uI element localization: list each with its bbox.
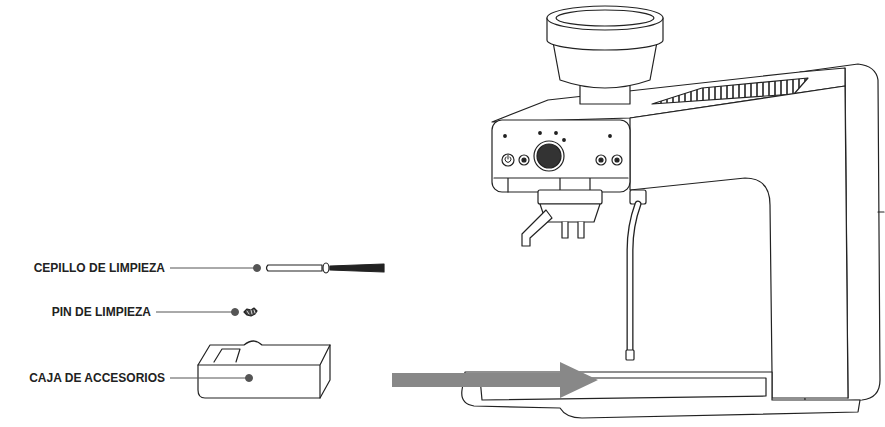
machine-head — [630, 86, 848, 398]
wand-tip — [626, 350, 634, 360]
indicator-dot — [539, 132, 542, 135]
brush-ring — [323, 263, 329, 273]
hopper-lid — [547, 6, 663, 30]
button-core — [599, 158, 603, 162]
accessory-box-edge — [198, 345, 330, 398]
brush-handle — [267, 265, 323, 271]
accessory-box — [198, 341, 330, 398]
button — [596, 155, 606, 165]
steam-wand — [630, 204, 638, 352]
leader-dot — [246, 375, 253, 382]
control-panel — [492, 120, 630, 192]
group-head — [538, 190, 602, 204]
indicator-dot — [555, 132, 558, 135]
button — [612, 155, 622, 165]
button-core — [615, 158, 619, 162]
selector-knob — [534, 141, 564, 171]
indicator-dot — [563, 139, 566, 142]
cleaning-pin — [244, 308, 257, 316]
hopper-lid-inner — [556, 10, 654, 26]
selector-knob-core — [537, 144, 561, 168]
button-core — [522, 158, 526, 162]
part-label: CEPILLO DE LIMPIEZA — [34, 261, 165, 275]
part-label: CAJA DE ACCESORIOS — [29, 371, 165, 385]
body-notch — [878, 211, 884, 212]
brush-bristles — [330, 264, 384, 272]
power-button — [502, 154, 514, 166]
button — [519, 155, 529, 165]
leader-dot — [232, 309, 239, 316]
power-symbol — [505, 155, 511, 162]
leader-line — [170, 378, 246, 379]
leader-line — [156, 312, 232, 313]
spout — [562, 222, 584, 238]
steam-wand-inner — [630, 204, 638, 352]
leader-line — [170, 268, 254, 269]
indicator-dot — [609, 135, 612, 138]
part-label: PIN DE LIMPIEZA — [52, 305, 151, 319]
pin-detail — [247, 310, 255, 314]
insert-arrow — [392, 362, 598, 398]
leader-dot — [254, 265, 261, 272]
indicator-dot — [504, 135, 507, 138]
portafilter-handle — [522, 210, 552, 246]
